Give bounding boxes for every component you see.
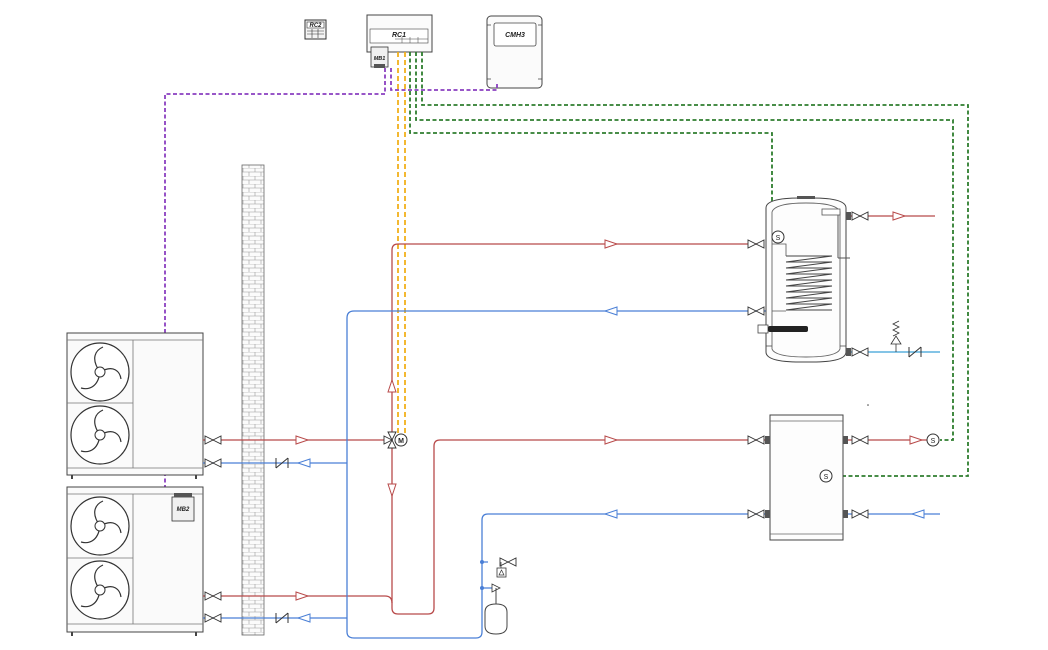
- heating-coil: [785, 255, 833, 311]
- controller-mb2: MB2: [171, 493, 195, 522]
- controller-rc1: RC1 MB1: [366, 14, 433, 68]
- brick-wall: [241, 164, 265, 636]
- check-valve-icon: [275, 346, 922, 624]
- pump-sensor-label: S: [931, 438, 936, 445]
- fan-icon: [70, 560, 130, 620]
- flow-arrow-icon: [295, 211, 924, 601]
- return-flow-pipes: [203, 310, 940, 639]
- cmh3-label: CMH3: [505, 32, 525, 39]
- fan-icon: [70, 342, 130, 402]
- pump-icon: M: [383, 431, 408, 449]
- circulation-pump-icon: S: [926, 433, 940, 447]
- expansion-tank-icon: [480, 560, 508, 635]
- heat-pump-unit-upper: [66, 332, 204, 479]
- sensor-icon: S: [819, 469, 833, 483]
- valve-icon: [204, 211, 869, 623]
- buffer-sensor-label: S: [824, 474, 829, 481]
- purple-control-wiring: [164, 68, 498, 531]
- controller-rc2: RC2: [304, 19, 327, 40]
- rc1-label: RC1: [392, 32, 406, 39]
- fan-icon: [70, 496, 130, 556]
- mb2-label: MB2: [177, 507, 190, 513]
- safety-valve-icon: [890, 320, 902, 352]
- rc2-label: RC2: [309, 23, 322, 29]
- motor-label: M: [398, 438, 404, 445]
- fan-icon: [70, 405, 130, 465]
- dhw-sensor-label: S: [776, 235, 781, 242]
- buffer-tank: S: [765, 414, 848, 541]
- orange-control-wiring: [397, 52, 406, 440]
- controller-cmh3: CMH3: [486, 15, 543, 89]
- flow-arrow-icon: [296, 306, 925, 623]
- green-control-wiring: [409, 52, 969, 477]
- dhw-storage-tank: S: [757, 196, 851, 363]
- heat-pump-unit-lower: MB2: [66, 486, 204, 636]
- mb1-label: MB1: [374, 56, 386, 62]
- sensor-icon: S: [771, 230, 785, 244]
- electric-heater: [757, 324, 769, 334]
